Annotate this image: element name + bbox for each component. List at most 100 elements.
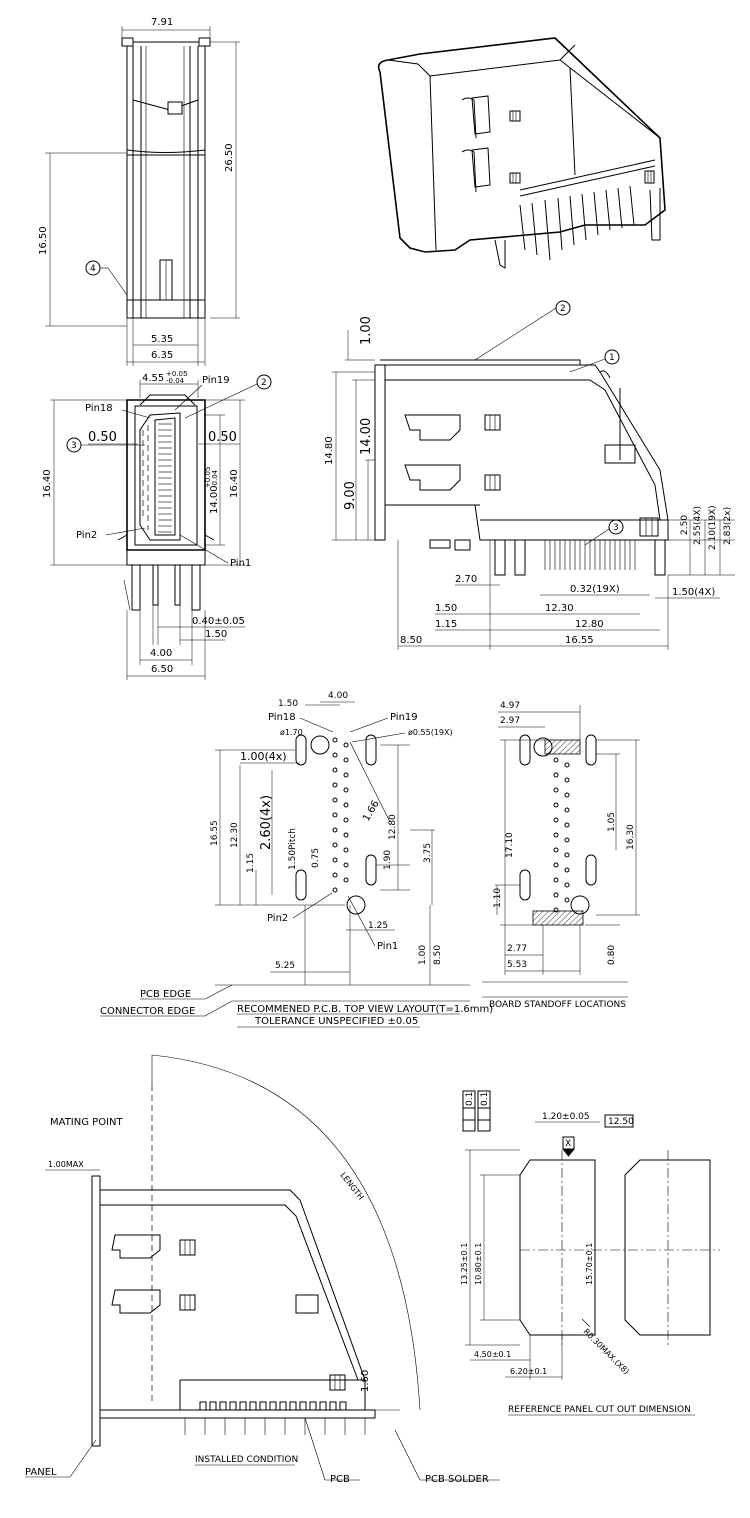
profile-dim-1-00: 1.00 [359, 316, 374, 345]
standoff-dim-1-10: 1.10 [493, 888, 503, 908]
installed-dim-1-00max: 1.00MAX [48, 1160, 84, 1169]
pcb-mount-hole-top [310, 735, 330, 755]
pcb-slot-width-dim: 1.00(4x) [240, 750, 287, 763]
front-callout-2-label: 2 [261, 378, 267, 388]
pcb-layout-view: 1.50 4.00 Pin18 Pin19 ø1.70 ø0.55(19X) 1… [100, 691, 493, 1028]
pcb-board [99, 1409, 376, 1419]
datum-label: X [565, 1139, 571, 1149]
standoff-dim-0-80: 0.80 [607, 945, 617, 965]
panel-cutout-view: 0.1 0.1 1.20±0.05 12.50 X 13.25±0.1 10.8… [460, 1090, 720, 1416]
profile-dim-2-10: 2.10(19X) [708, 505, 718, 550]
standoff-hole-bottom [570, 895, 590, 915]
front-height-left-dim: 16.40 [42, 469, 53, 498]
cutout-dim-10-80: 10.80±0.1 [474, 1243, 483, 1285]
profile-dim-0-32: 0.32(19X) [570, 584, 620, 595]
profile-dim-8-50: 8.50 [400, 635, 422, 646]
pcb-dim-0-75: 0.75 [311, 848, 321, 868]
profile-dim-9-00: 9.00 [343, 481, 358, 510]
side-height-lower-dim: 16.50 [38, 226, 49, 255]
profile-dim-14-00: 14.00 [359, 418, 374, 455]
pcb-solder-label: PCB SOLDER [425, 1474, 489, 1485]
tolerance-value-1: 0.1 [465, 1092, 475, 1106]
pcb-dim-3-75: 3.75 [423, 843, 433, 863]
front-offset-left-dim: 0.50 [88, 430, 117, 445]
pcb-edge-label: PCB EDGE [140, 989, 191, 1000]
pcb-pin2-label: Pin2 [267, 913, 288, 924]
pcb-mount-hole-bottom [346, 895, 366, 915]
side-width-outer-dim: 6.35 [151, 350, 173, 361]
pcb-dim-1-25: 1.25 [368, 921, 388, 931]
profile-callout-3-circle [608, 519, 624, 535]
profile-callout-2-label: 2 [560, 304, 566, 314]
pcb-dim-8-50: 8.50 [433, 945, 443, 965]
profile-view: 2 1 3 1.00 14.80 14.00 9.00 2.50 2.55(4X… [324, 300, 735, 650]
cutout-outline-ref [624, 1159, 711, 1336]
pcb-dim-5-25: 5.25 [275, 961, 295, 971]
front-view: 4.55 +0.05 -0.04 [42, 370, 272, 680]
installed-title: INSTALLED CONDITION [195, 1455, 298, 1465]
front-callout-2-circle [256, 374, 272, 390]
standoff-title: BOARD STANDOFF LOCATIONS [489, 1000, 626, 1010]
pcb-dim-12-80: 12.80 [388, 814, 398, 840]
standoff-dim-17-10: 17.10 [505, 832, 515, 858]
tolerance-frame-2 [477, 1090, 491, 1132]
standoff-dim-5-53: 5.53 [507, 960, 527, 970]
profile-dim-2-83: 2.83(2x) [723, 507, 733, 545]
profile-dim-1-50: 1.50 [435, 603, 457, 614]
side-view: 7.91 26.50 16.50 4 [38, 17, 240, 366]
mating-point-label: MATING POINT [50, 1117, 123, 1128]
pcb-dim-2-60: 2.60(4x) [259, 795, 274, 850]
front-pin18-label: Pin18 [85, 403, 113, 414]
front-pin19-label: Pin19 [202, 375, 230, 386]
cutout-dim-15-70: 15.70±0.1 [585, 1243, 594, 1285]
cutout-title: REFERENCE PANEL CUT OUT DIMENSION [508, 1405, 691, 1415]
pcb-dim-4-00: 4.00 [328, 691, 348, 701]
installed-dim-1-60: 1.60 [360, 1370, 371, 1392]
front-top-width-dim: 4.55 [142, 373, 164, 384]
front-inner-tol-minus: -0.04 [211, 469, 219, 488]
standoff-pin-grid [553, 757, 570, 913]
standoff-pad-top [544, 739, 581, 755]
front-pin2-label: Pin2 [76, 530, 97, 541]
cutout-dim-1-20: 1.20±0.05 [542, 1112, 590, 1122]
panel-label: PANEL [25, 1467, 57, 1478]
connector-edge-label: CONNECTOR EDGE [100, 1006, 195, 1017]
profile-callout-1-circle [604, 349, 620, 365]
profile-dim-2-55: 2.55(4X) [693, 506, 703, 545]
installed-pcb-label: PCB [330, 1474, 350, 1485]
front-contact-pins [158, 423, 172, 533]
cutout-dim-13-25: 13.25±0.1 [460, 1243, 469, 1285]
profile-dim-16-55: 16.55 [565, 635, 594, 646]
pcb-tolerance-note: TOLERANCE UNSPECIFIED ±0.05 [254, 1016, 418, 1027]
front-pin1-label: Pin1 [230, 558, 251, 569]
cutout-dim-4-50: 4.50±0.1 [474, 1350, 511, 1359]
pcb-dim-1-15: 1.15 [246, 853, 256, 873]
standoff-dim-2-77: 2.77 [507, 944, 527, 954]
pcb-pin1-label: Pin1 [377, 941, 398, 952]
front-top-tol-minus: -0.04 [166, 377, 185, 385]
pcb-dim-1-66: 1.66 [361, 799, 382, 824]
front-offset-right-dim: 0.50 [208, 430, 237, 445]
cutout-dim-12-50: 12.50 [608, 1117, 634, 1127]
standoff-dim-16-30: 16.30 [626, 824, 636, 850]
front-top-tol-plus: +0.05 [166, 370, 187, 378]
pcb-pin-grid [332, 737, 349, 893]
profile-callout-1-label: 1 [609, 353, 615, 363]
pcb-layout-title: RECOMMENED P.C.B. TOP VIEW LAYOUT(T=1.6m… [237, 1004, 493, 1015]
profile-dim-2-50: 2.50 [680, 515, 690, 535]
tolerance-frame-1 [462, 1090, 476, 1132]
pcb-dim-1-50: 1.50 [278, 699, 298, 709]
profile-dim-12-30: 12.30 [545, 603, 574, 614]
profile-dim-1-50-4x: 1.50(4X) [672, 587, 715, 598]
profile-dim-2-70: 2.70 [455, 574, 477, 585]
side-width-inner-dim: 5.35 [151, 334, 173, 345]
tolerance-value-2: 0.1 [480, 1092, 490, 1106]
standoff-view: 4.97 2.97 1.05 17.10 [482, 701, 640, 1010]
pcb-pin19-label: Pin19 [390, 712, 418, 723]
side-height-total-dim: 26.50 [224, 143, 235, 172]
standoff-hole-top [533, 737, 553, 757]
installed-pin-row [184, 1401, 366, 1435]
front-width-4-dim: 4.00 [150, 648, 172, 659]
front-pin-width-dim: 0.40±0.05 [192, 616, 245, 627]
